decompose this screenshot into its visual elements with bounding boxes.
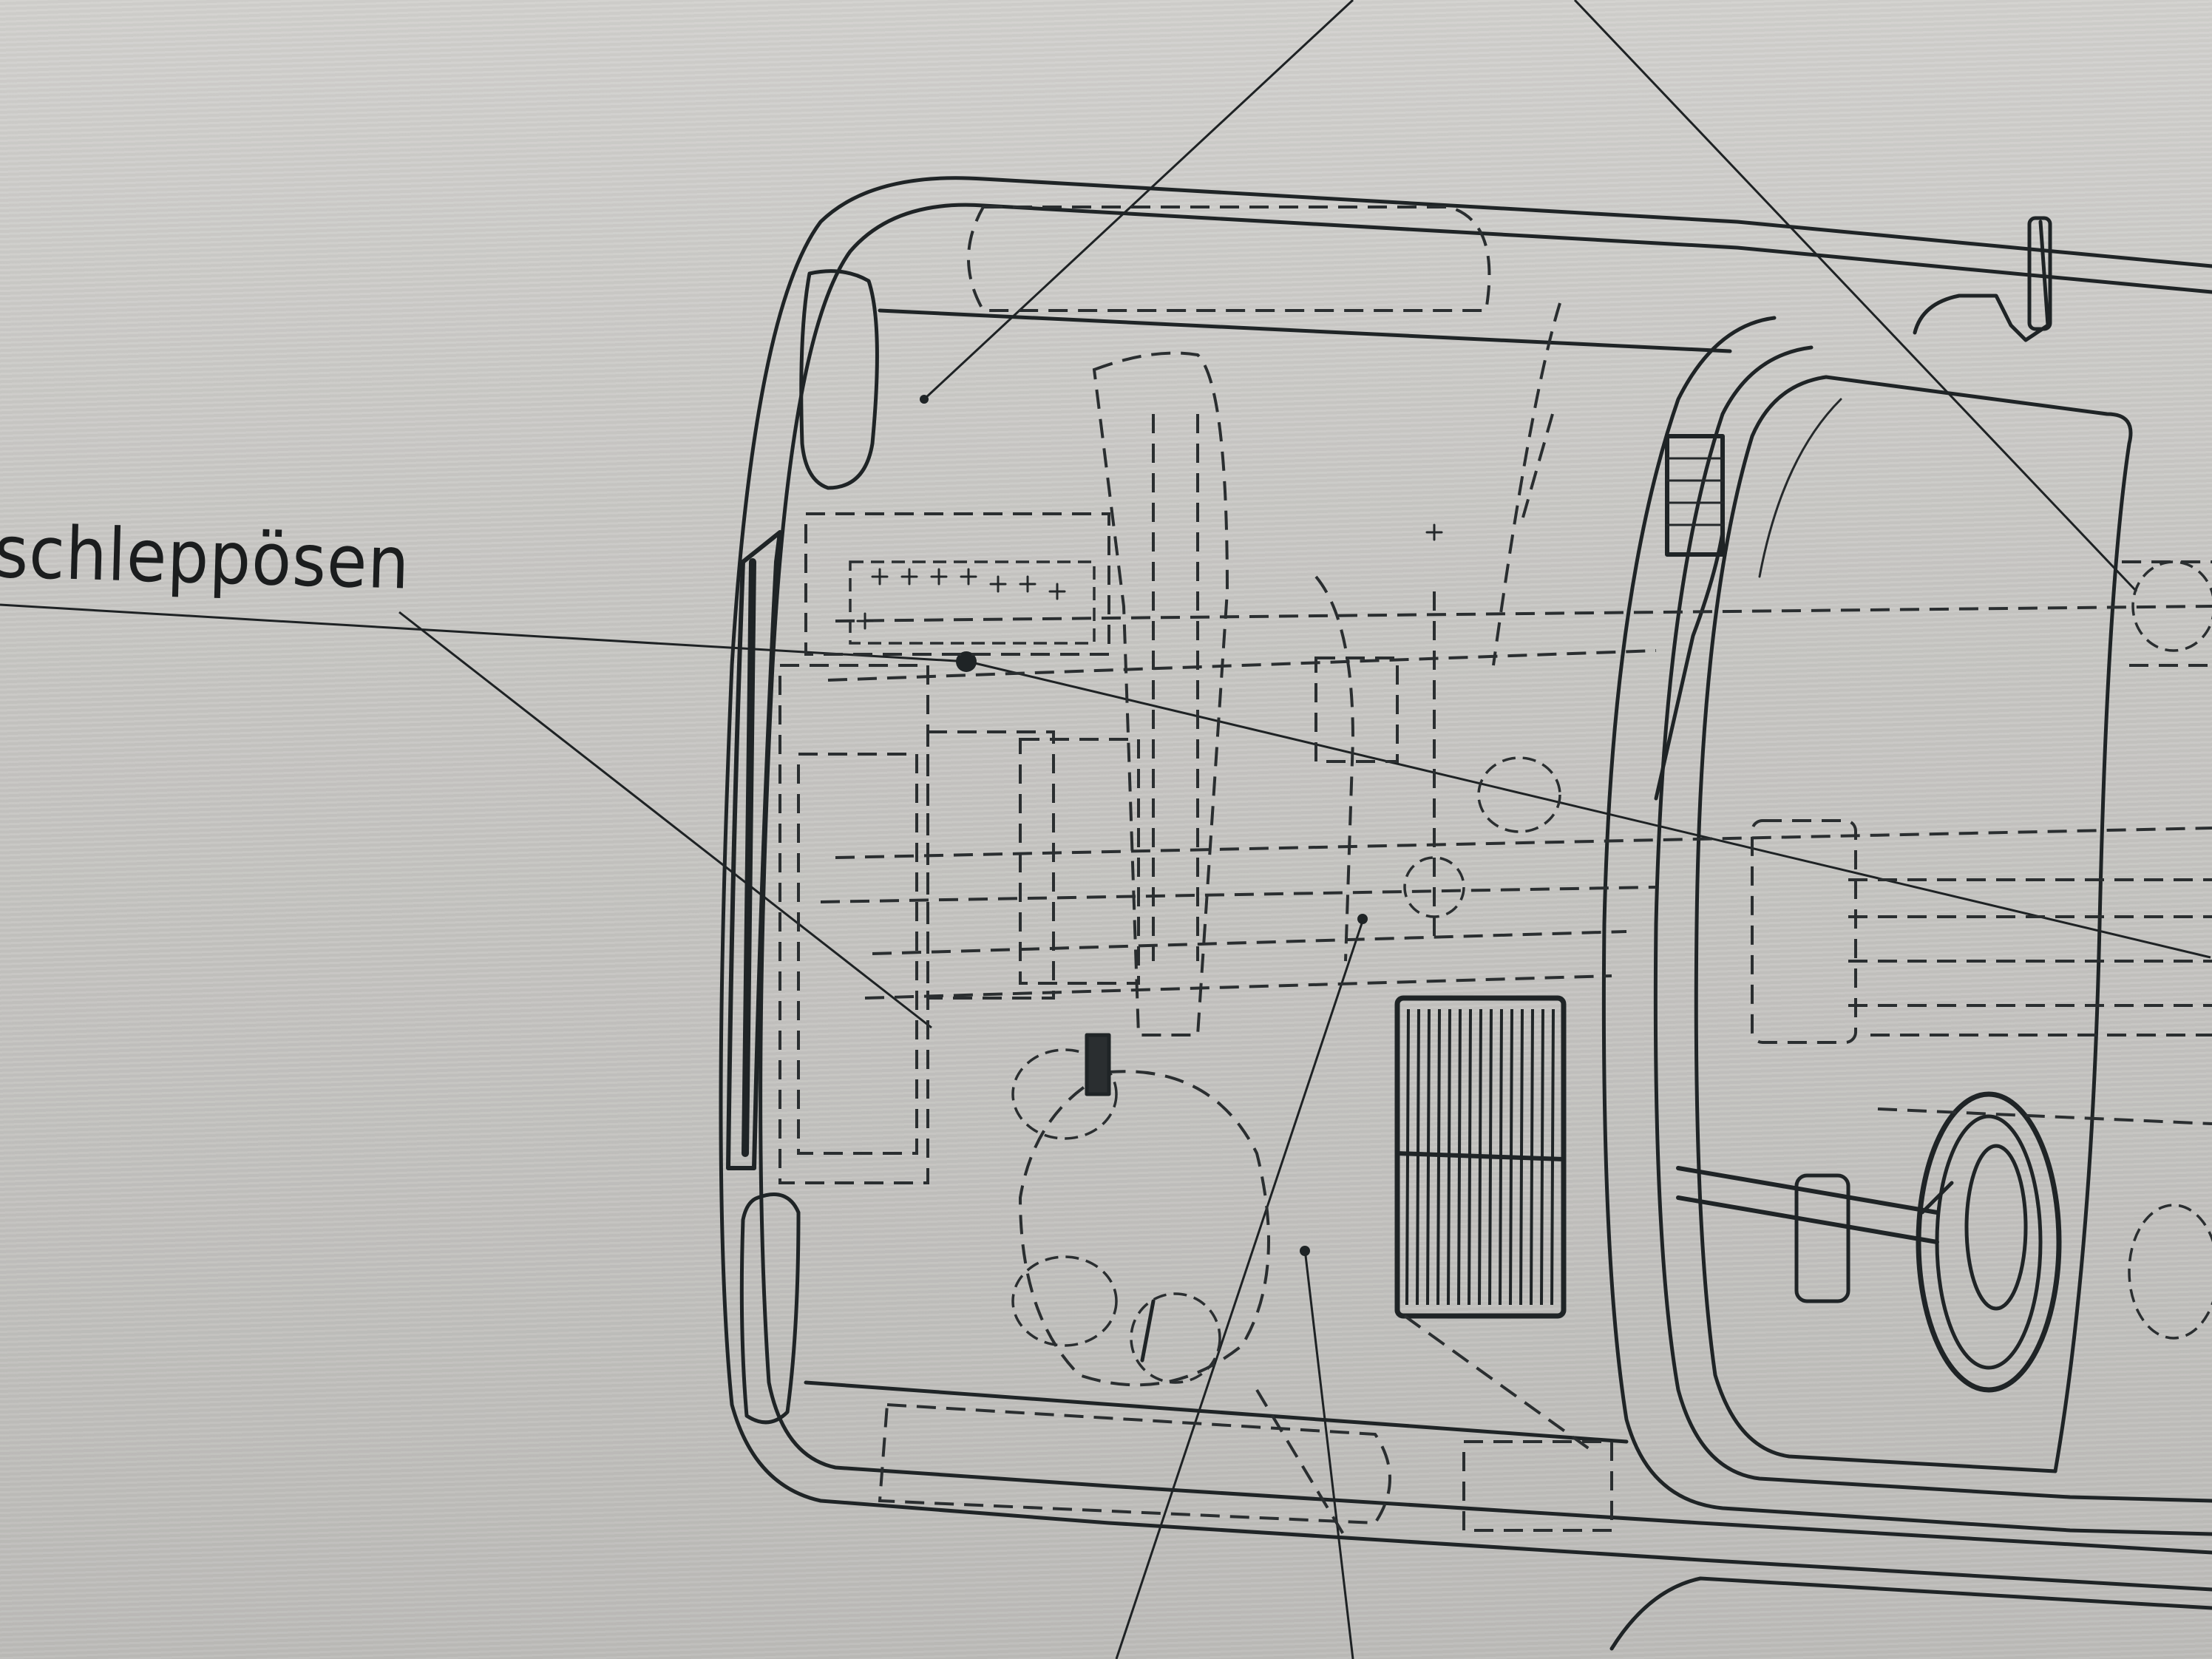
headlight-bottom bbox=[739, 1192, 801, 1425]
towing-eyes-label: schleppösen bbox=[0, 510, 411, 606]
headlight-top bbox=[799, 269, 879, 490]
cab-outline bbox=[1601, 316, 2212, 1536]
grille-bar bbox=[1416, 1008, 1420, 1306]
grille-divider bbox=[1397, 1151, 1564, 1161]
towing-eye-marker bbox=[956, 651, 977, 672]
leader-line-towing-eye-upper bbox=[968, 660, 2211, 959]
leader-line-towing-eye-lower bbox=[398, 611, 932, 1029]
hidden-components bbox=[778, 206, 2212, 1539]
leader-end-dot bbox=[920, 395, 929, 404]
side-mirror bbox=[1913, 216, 2052, 342]
front-bumper bbox=[726, 269, 879, 1425]
leader-line-bottom-b bbox=[1303, 1249, 1354, 1659]
label-underline bbox=[0, 603, 969, 663]
grille-bar bbox=[1436, 1008, 1441, 1306]
grille-bar bbox=[1405, 1008, 1410, 1306]
steering-wheel bbox=[1676, 1091, 2062, 1393]
leader-end-dot bbox=[1300, 1246, 1310, 1256]
leader-end-dot bbox=[1357, 914, 1368, 924]
grille-bar bbox=[1426, 1008, 1431, 1306]
small-part-markers bbox=[856, 434, 1725, 1363]
leader-line-top-left bbox=[923, 0, 1354, 401]
radiator-grille bbox=[1394, 995, 1567, 1319]
leader-line-bottom-a bbox=[1115, 916, 1365, 1659]
leader-line-top-right bbox=[1573, 0, 2138, 593]
